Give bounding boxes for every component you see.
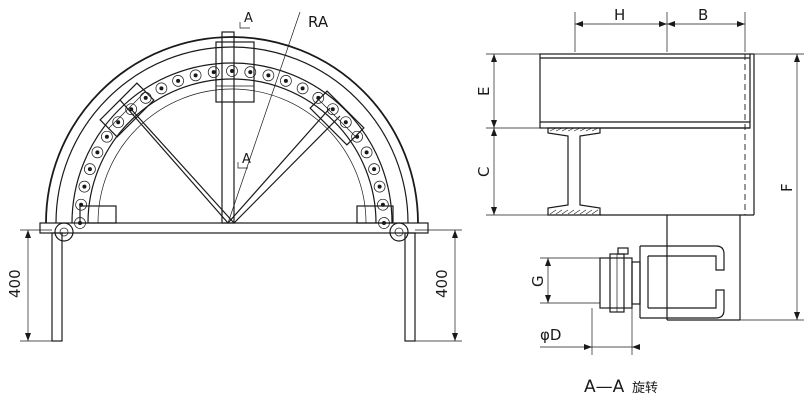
leg-left: [51, 232, 63, 342]
bracket-left: [99, 82, 155, 138]
dim-h-label: H: [614, 6, 625, 24]
brace-left-b: [129, 107, 235, 224]
chain-roller: [189, 69, 202, 82]
section-caption: A—A: [584, 377, 625, 397]
foot-pad-left: [79, 205, 117, 224]
axle: [631, 261, 641, 305]
section-caption-note: 旋转: [632, 381, 658, 396]
foot-pad-right: [356, 205, 394, 224]
hook-bracket-upper: [640, 245, 725, 271]
chain-track-inner: [87, 78, 377, 224]
chain-roller: [296, 82, 309, 95]
height-label-left: 400: [6, 269, 24, 298]
dim-b-label: B: [698, 6, 708, 24]
section-view: H B E C F: [475, 6, 804, 397]
chain-roller: [91, 146, 104, 159]
chain-roller: [312, 92, 325, 104]
end-sprocket-right: [389, 222, 409, 242]
chain-roller: [262, 69, 275, 82]
chain-roller: [360, 146, 373, 159]
chain-roller: [226, 65, 238, 77]
dim-e-label: E: [475, 87, 493, 96]
chain-roller: [377, 198, 389, 211]
center-bracket: [215, 41, 255, 103]
frame-upper: [539, 53, 751, 129]
axle-nut: [617, 247, 629, 255]
chain-roller: [244, 66, 257, 78]
radius-leader: [227, 11, 301, 224]
chain-track-outer: [71, 62, 393, 224]
end-sprocket-left: [54, 222, 74, 242]
outer-rail: [45, 36, 419, 224]
leg-right: [404, 232, 416, 342]
section-marker-top: A: [244, 11, 253, 26]
chain-roller: [75, 198, 87, 211]
dim-f-label: F: [778, 183, 796, 192]
bracket-right: [309, 90, 365, 146]
brace-right-b: [233, 115, 341, 224]
chain-roller: [172, 75, 184, 87]
chain-roller: [339, 116, 352, 129]
roller-body: [599, 257, 633, 309]
hook-bracket-lower: [640, 289, 725, 319]
chain-rollers: [74, 65, 390, 229]
curved-conveyor-view: 400 400 RA A A: [6, 11, 462, 342]
inner-rail: [97, 88, 367, 224]
section-marker-mid: A: [242, 152, 251, 167]
chain-roller: [351, 130, 363, 143]
chain-roller: [373, 180, 386, 193]
chain-roller: [280, 75, 292, 87]
height-label-right: 400: [433, 269, 451, 298]
dim-d-label: φD: [540, 326, 561, 344]
chain-roller: [84, 163, 96, 175]
center-post: [221, 31, 235, 224]
chain-roller: [368, 163, 380, 175]
base-beam: [39, 222, 429, 234]
chain-roller: [112, 116, 125, 129]
i-beam-section: [547, 127, 601, 216]
dim-g-label: G: [529, 275, 547, 287]
chain-roller: [125, 103, 138, 116]
chain-roller: [326, 103, 339, 116]
outer-rail-inner-edge: [55, 46, 409, 224]
dim-c-label: C: [475, 167, 493, 177]
chain-roller: [155, 82, 168, 95]
brace-right-a: [227, 107, 331, 224]
chain-roller: [207, 66, 220, 78]
radius-label: RA: [308, 13, 329, 31]
brace-left-a: [119, 99, 229, 224]
chain-roller: [101, 130, 113, 143]
chain-roller: [78, 180, 91, 193]
